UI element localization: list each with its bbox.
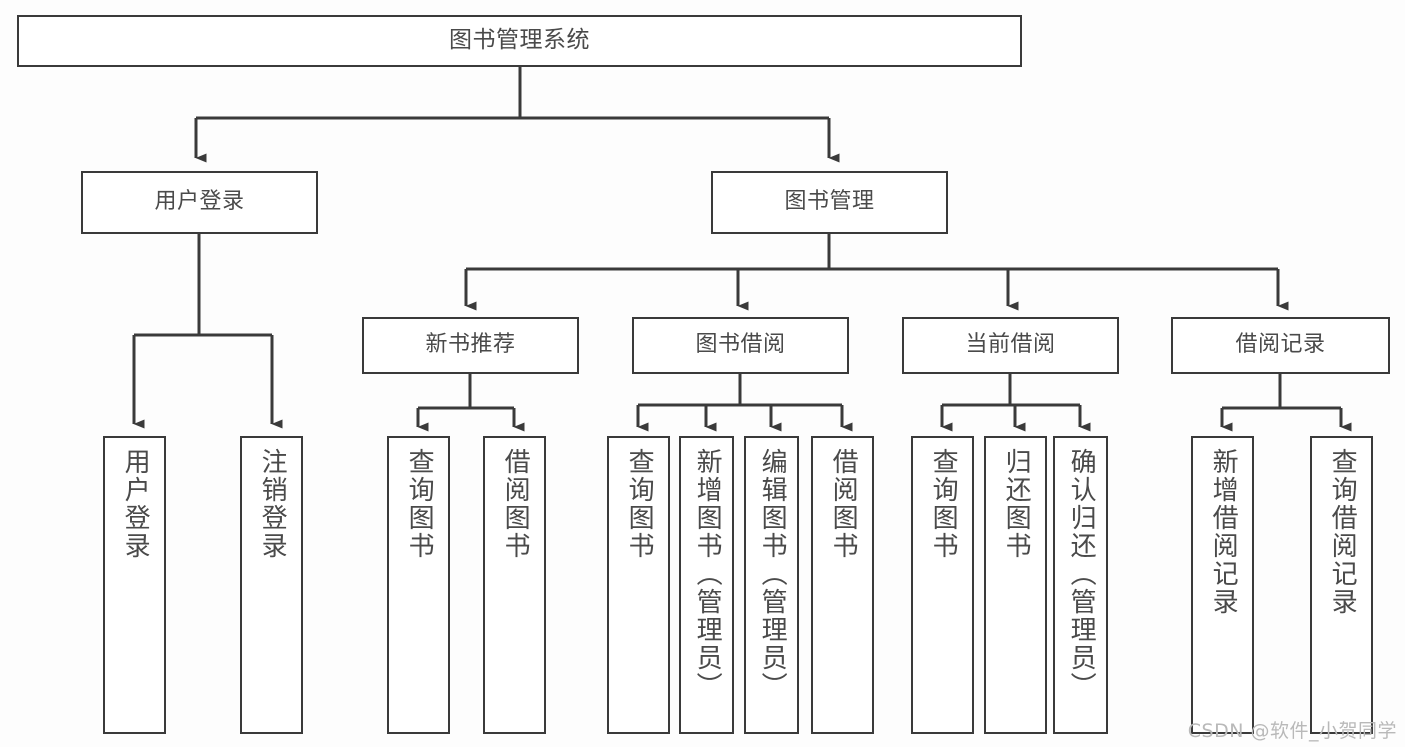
leaf-borrow-book-1-label: 借阅图书 — [500, 448, 531, 560]
node-book-borrow[interactable]: 图书借阅 — [632, 317, 849, 374]
leaf-query-book-3[interactable]: 查询图书 — [911, 436, 974, 734]
node-current-borrow-label: 当前借阅 — [965, 332, 1056, 358]
node-borrow-record-label: 借阅记录 — [1235, 332, 1326, 358]
leaf-add-borrow-record[interactable]: 新增借阅记录 — [1191, 436, 1254, 734]
node-book-borrow-label: 图书借阅 — [695, 332, 786, 358]
leaf-return-book-label: 归还图书 — [1001, 448, 1032, 560]
leaf-confirm-return-admin-label: 确认归还（管理员） — [1066, 448, 1097, 700]
node-book-manage[interactable]: 图书管理 — [711, 171, 948, 234]
node-user-login[interactable]: 用户登录 — [81, 171, 318, 234]
leaf-logout-login[interactable]: 注销登录 — [240, 436, 303, 734]
leaf-return-book[interactable]: 归还图书 — [984, 436, 1047, 734]
node-current-borrow[interactable]: 当前借阅 — [902, 317, 1119, 374]
watermark: CSDN @软件_小贺同学 — [1187, 720, 1397, 742]
leaf-query-borrow-record-label: 查询借阅记录 — [1327, 448, 1358, 616]
node-new-book-recommend-label: 新书推荐 — [425, 332, 516, 358]
node-new-book-recommend[interactable]: 新书推荐 — [362, 317, 579, 374]
node-root[interactable]: 图书管理系统 — [17, 15, 1022, 67]
leaf-query-book-1[interactable]: 查询图书 — [387, 436, 450, 734]
node-root-label: 图书管理系统 — [449, 27, 590, 54]
leaf-logout-login-label: 注销登录 — [257, 448, 288, 560]
leaf-borrow-book-2-label: 借阅图书 — [828, 448, 859, 560]
leaf-borrow-book-2[interactable]: 借阅图书 — [811, 436, 874, 734]
leaf-query-book-2[interactable]: 查询图书 — [607, 436, 670, 734]
leaf-query-book-3-label: 查询图书 — [928, 448, 959, 560]
leaf-query-book-2-label: 查询图书 — [624, 448, 655, 560]
leaf-add-book-admin[interactable]: 新增图书（管理员） — [679, 436, 734, 734]
leaf-query-borrow-record[interactable]: 查询借阅记录 — [1310, 436, 1373, 734]
leaf-add-borrow-record-label: 新增借阅记录 — [1208, 448, 1239, 616]
leaf-user-login[interactable]: 用户登录 — [103, 436, 166, 734]
leaf-confirm-return-admin[interactable]: 确认归还（管理员） — [1053, 436, 1108, 734]
node-borrow-record[interactable]: 借阅记录 — [1171, 317, 1390, 374]
leaf-edit-book-admin-label: 编辑图书（管理员） — [757, 448, 788, 700]
node-book-manage-label: 图书管理 — [784, 189, 875, 215]
leaf-edit-book-admin[interactable]: 编辑图书（管理员） — [744, 436, 799, 734]
leaf-user-login-label: 用户登录 — [120, 448, 151, 560]
leaf-query-book-1-label: 查询图书 — [404, 448, 435, 560]
leaf-add-book-admin-label: 新增图书（管理员） — [692, 448, 723, 700]
node-user-login-label: 用户登录 — [154, 189, 245, 215]
leaf-borrow-book-1[interactable]: 借阅图书 — [483, 436, 546, 734]
